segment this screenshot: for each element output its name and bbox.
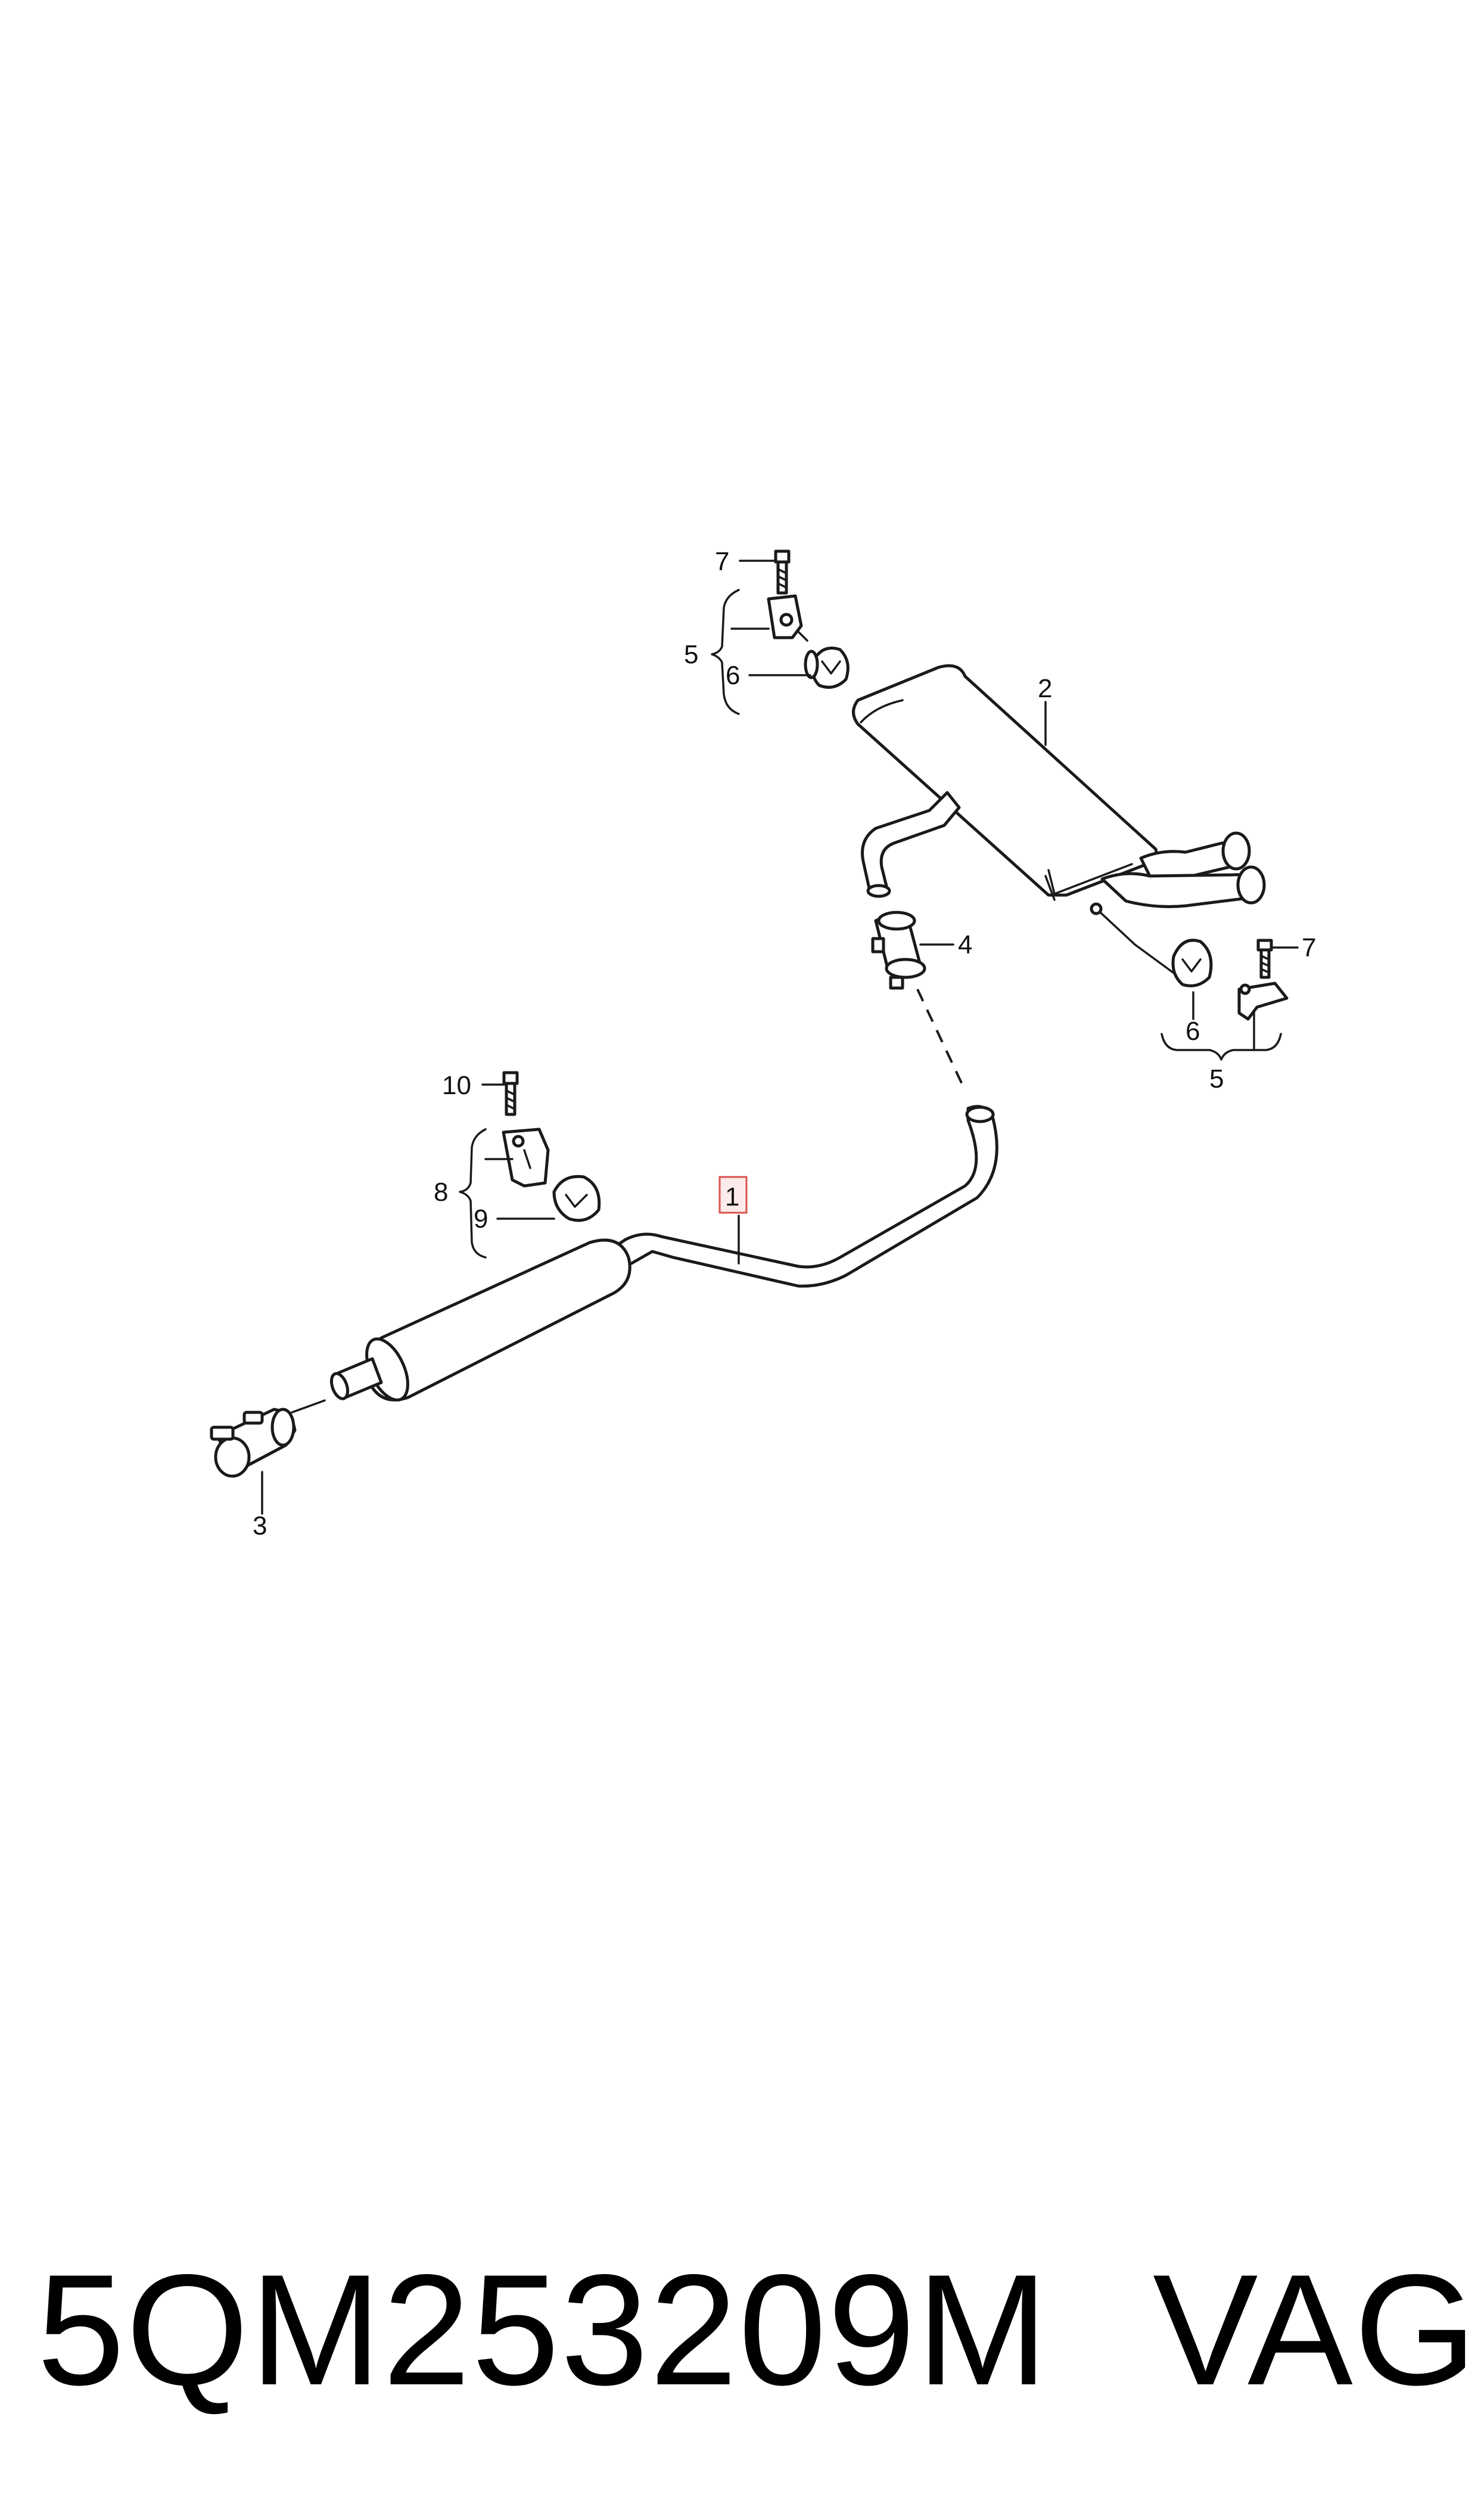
callout-1-highlight bbox=[718, 1176, 748, 1214]
connection-line bbox=[916, 989, 966, 1091]
callout-2[interactable]: 2 bbox=[1038, 674, 1052, 703]
callout-10[interactable]: 10 bbox=[442, 1071, 471, 1100]
callouts: 1 2 3 4 5 5 6 6 7 7 8 9 10 bbox=[253, 547, 1316, 1540]
callout-7-bottom[interactable]: 7 bbox=[1302, 933, 1316, 962]
callout-5-bottom[interactable]: 5 bbox=[1209, 1064, 1224, 1094]
mount-group-top bbox=[767, 549, 850, 689]
callout-1[interactable]: 1 bbox=[725, 1182, 739, 1212]
callout-3[interactable]: 3 bbox=[253, 1511, 267, 1540]
callout-6-top[interactable]: 6 bbox=[726, 661, 740, 690]
rear-silencer bbox=[852, 664, 1266, 979]
callout-6-bottom[interactable]: 6 bbox=[1186, 1017, 1200, 1046]
callout-4[interactable]: 4 bbox=[958, 930, 972, 959]
clamp-4 bbox=[871, 911, 926, 990]
callout-9[interactable]: 9 bbox=[474, 1204, 488, 1234]
part-number: 5QM253209M bbox=[37, 2242, 1050, 2418]
brand-label: VAG bbox=[1153, 2242, 1478, 2418]
mount-group-right bbox=[1171, 939, 1289, 1021]
callout-8[interactable]: 8 bbox=[434, 1178, 448, 1207]
callout-5-top[interactable]: 5 bbox=[684, 640, 698, 669]
caption-bar: 5QM253209M VAG bbox=[0, 2241, 1484, 2419]
front-pipe-assembly bbox=[291, 1105, 998, 1414]
leader-lines bbox=[261, 560, 1299, 1515]
callout-7-top[interactable]: 7 bbox=[715, 547, 729, 576]
mount-group-left bbox=[502, 1071, 601, 1222]
clamp-3 bbox=[210, 1408, 297, 1478]
